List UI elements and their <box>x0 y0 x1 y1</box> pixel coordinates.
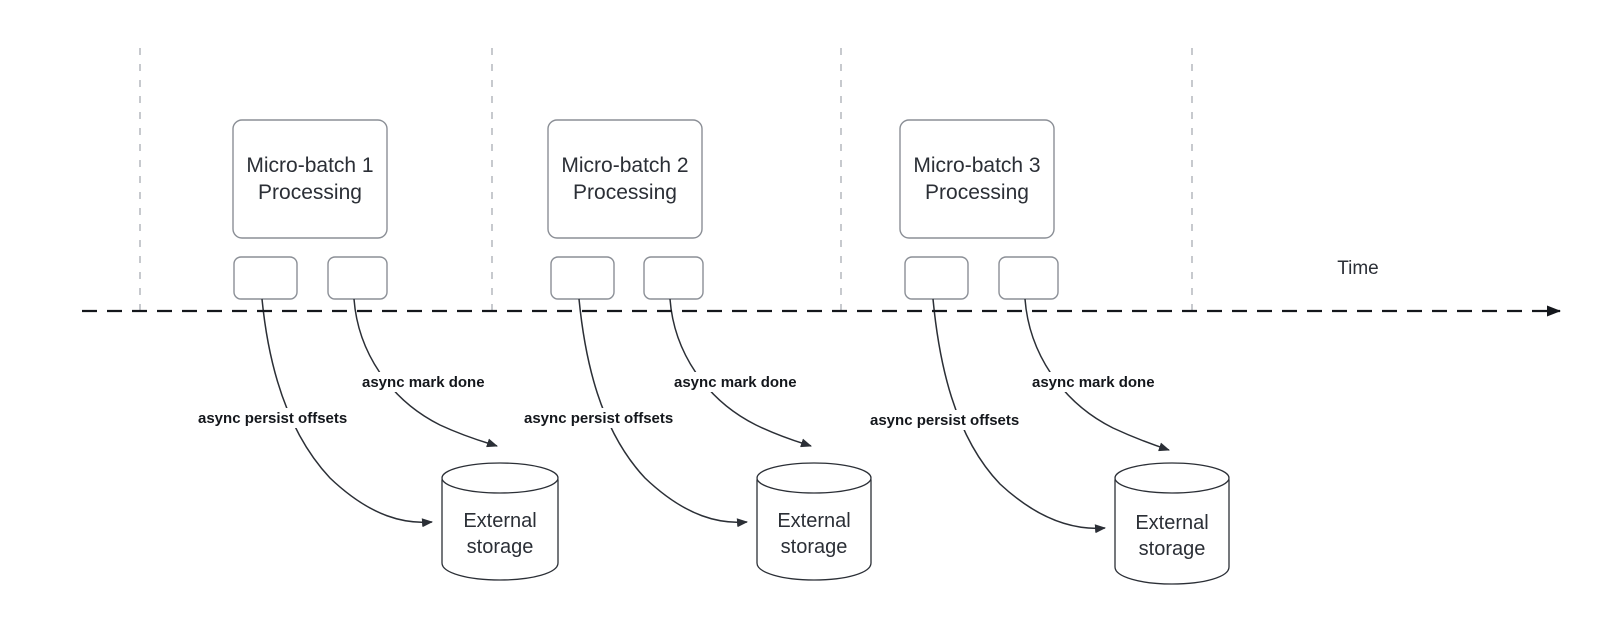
micro-batch-3-label-line2: Processing <box>925 181 1029 204</box>
persist-offsets-label-bg-2 <box>520 408 700 428</box>
mark-done-label-bg-2 <box>670 372 814 392</box>
persist-offsets-arrow-3 <box>932 298 1106 534</box>
task-1b-box[interactable] <box>327 256 388 300</box>
external-storage-3-body[interactable] <box>1114 479 1230 585</box>
time-axis-label: Time <box>1337 258 1379 279</box>
task-3b-box[interactable] <box>998 256 1059 300</box>
task-2a-box[interactable] <box>550 256 615 300</box>
persist-offsets-label-bg-3 <box>866 410 1046 430</box>
persist-offsets-label-3: async persist offsets <box>870 412 1019 429</box>
micro-batch-2-box[interactable] <box>547 119 703 239</box>
external-storage-1-body[interactable] <box>441 479 559 581</box>
mark-done-label-1: async mark done <box>362 374 485 391</box>
mark-done-arrow-1 <box>353 298 498 448</box>
task-1a-box[interactable] <box>233 256 298 300</box>
external-storage-1-label-line1: External <box>463 510 536 532</box>
external-storage-3-label-line1: External <box>1135 512 1208 534</box>
external-storage-2-label-line1: External <box>777 510 850 532</box>
external-storage-2-label-line2: storage <box>781 536 848 558</box>
mark-done-arrow-3 <box>1024 298 1170 452</box>
mark-done-label-2: async mark done <box>674 374 797 391</box>
external-storage-3-top <box>1114 462 1230 494</box>
micro-batch-2-label-line1: Micro-batch 2 <box>561 154 688 177</box>
external-storage-1-top <box>441 462 559 494</box>
mark-done-label-bg-3 <box>1028 372 1172 392</box>
persist-offsets-label-bg-1 <box>194 408 374 428</box>
task-3a-box[interactable] <box>904 256 969 300</box>
persist-offsets-label-2: async persist offsets <box>524 410 673 427</box>
group-1: Micro-batch 1 Processing async persist o… <box>194 119 559 581</box>
mark-done-arrow-2 <box>669 298 812 448</box>
task-2b-box[interactable] <box>643 256 704 300</box>
external-storage-2-top <box>756 462 872 494</box>
micro-batch-3-label-line1: Micro-batch 3 <box>913 154 1040 177</box>
mark-done-label-3: async mark done <box>1032 374 1155 391</box>
persist-offsets-arrow-2 <box>578 298 748 528</box>
group-2: Micro-batch 2 Processing async persist o… <box>520 119 872 581</box>
micro-batch-1-label-line1: Micro-batch 1 <box>246 154 373 177</box>
micro-batch-1-box[interactable] <box>232 119 388 239</box>
micro-batch-2-label-line2: Processing <box>573 181 677 204</box>
persist-offsets-arrow-1 <box>261 298 433 528</box>
persist-offsets-label-1: async persist offsets <box>198 410 347 427</box>
external-storage-1-label-line2: storage <box>467 536 534 558</box>
micro-batch-3-box[interactable] <box>899 119 1055 239</box>
external-storage-2-body[interactable] <box>756 479 872 581</box>
micro-batch-1-label-line2: Processing <box>258 181 362 204</box>
external-storage-3-label-line2: storage <box>1139 538 1206 560</box>
mark-done-label-bg-1 <box>358 372 502 392</box>
group-3: Micro-batch 3 Processing async persist o… <box>866 119 1230 585</box>
